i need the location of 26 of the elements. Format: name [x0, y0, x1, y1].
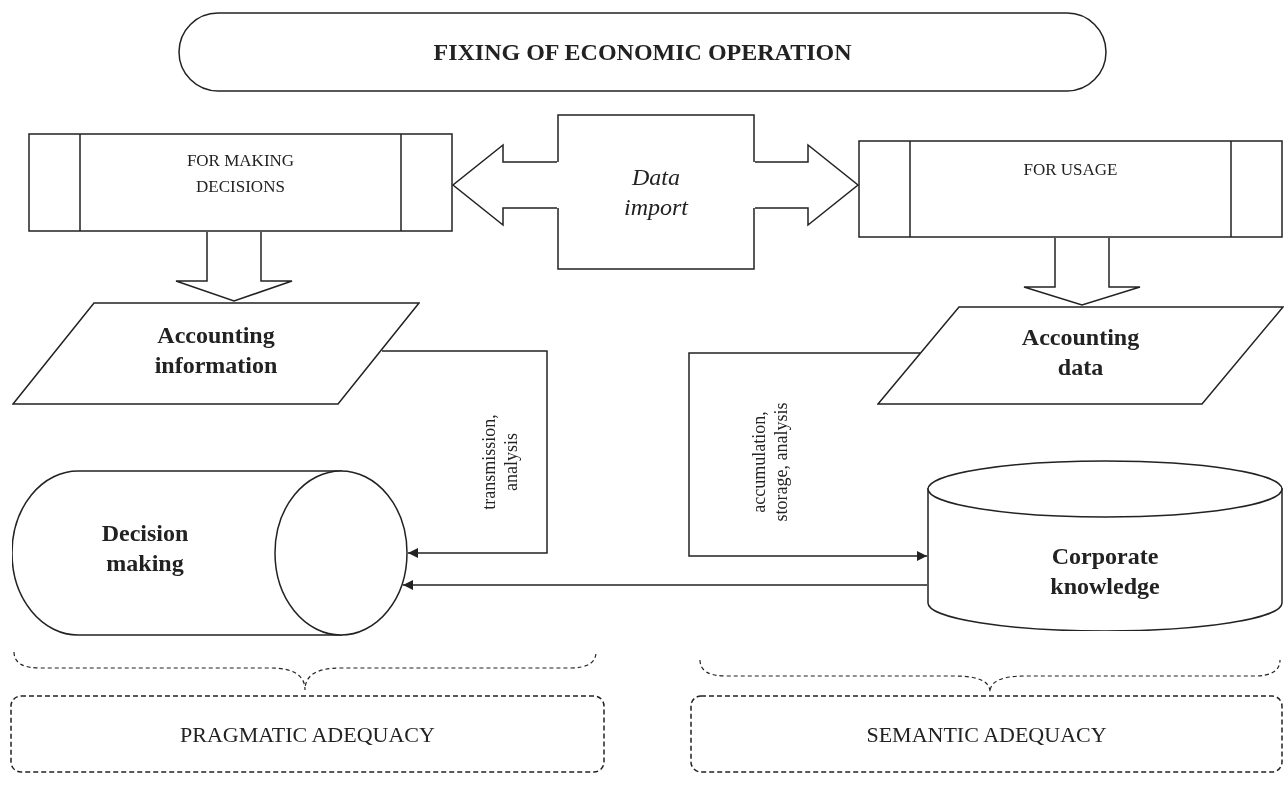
node-label: PRAGMATIC ADEQUACY [180, 720, 435, 749]
horizontal-cylinder [12, 470, 408, 636]
database-cylinder [927, 460, 1283, 631]
node-label: Accounting data [1020, 322, 1141, 382]
data-parallelogram [12, 302, 420, 405]
node-label: Corporate knowledge [1049, 541, 1161, 601]
node-label: Accounting information [153, 320, 279, 380]
node-label: FOR USAGE [1023, 159, 1118, 182]
double-block-arrow [557, 114, 755, 270]
block-arrow [451, 143, 558, 227]
arrow [402, 580, 928, 590]
dashed-rounded-box [690, 695, 1283, 773]
arrow [688, 352, 928, 561]
block-arrow [1023, 237, 1141, 306]
node-label: Data import [623, 163, 690, 222]
arrow [381, 350, 548, 558]
node-label: FOR MAKING DECISIONS [185, 150, 296, 198]
node-label: Decision making [100, 519, 190, 578]
node-label: SEMANTIC ADEQUACY [866, 720, 1107, 749]
dashed-rounded-box [10, 695, 605, 773]
process-box [858, 140, 1283, 238]
block-arrow [754, 143, 860, 227]
node-label: FIXING OF ECONOMIC OPERATION [433, 38, 852, 67]
block-arrow [175, 231, 293, 302]
process-box [28, 133, 453, 232]
data-parallelogram [877, 306, 1284, 405]
